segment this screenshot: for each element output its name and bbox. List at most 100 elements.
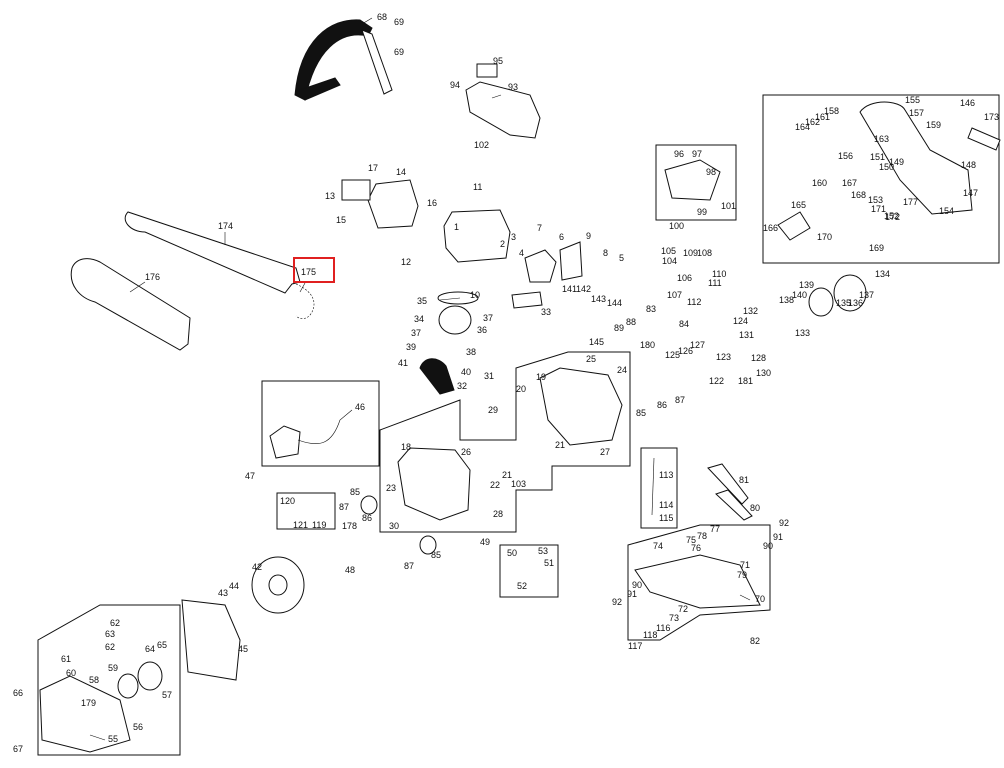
adjuster-rod: [651, 457, 655, 516]
label-65: 65: [157, 640, 167, 650]
label-30: 30: [389, 521, 399, 531]
label-122: 122: [709, 376, 724, 386]
label-121: 121: [293, 520, 308, 530]
label-92: 92: [779, 518, 789, 528]
label-87: 87: [339, 502, 349, 512]
brake-housing: [634, 554, 761, 609]
label-37: 37: [483, 313, 493, 323]
starter-housing: [39, 675, 131, 753]
label-11: 11: [473, 182, 482, 192]
label-97: 97: [692, 149, 702, 159]
label-68: 68: [377, 12, 387, 22]
label-156: 156: [838, 151, 853, 161]
label-52: 52: [517, 581, 527, 591]
label-76: 76: [691, 543, 701, 553]
label-181: 181: [738, 376, 753, 386]
front-handle-bracket: [299, 77, 341, 101]
label-163: 163: [874, 134, 889, 144]
label-157: 157: [909, 108, 924, 118]
label-8: 8: [603, 248, 608, 258]
label-165: 165: [791, 200, 806, 210]
label-21b: 21: [502, 470, 512, 480]
label-178: 178: [342, 521, 357, 531]
label-100: 100: [669, 221, 684, 231]
label-21: 21: [555, 440, 565, 450]
ignition-wire: [297, 409, 353, 444]
brake-lever: [707, 463, 749, 505]
label-55: 55: [108, 734, 118, 744]
label-71: 71: [740, 560, 750, 570]
label-23: 23: [386, 483, 396, 493]
label-42: 42: [252, 562, 262, 572]
label-66: 66: [13, 688, 23, 698]
label-179: 179: [81, 698, 96, 708]
label-4: 4: [519, 248, 524, 258]
label-38: 38: [466, 347, 476, 357]
throttle-trigger: [777, 211, 811, 241]
chain-brake-group-frame: [627, 524, 771, 641]
label-69b: 69: [394, 47, 404, 57]
label-61: 61: [61, 654, 71, 664]
label-96: 96: [674, 149, 684, 159]
label-15: 15: [336, 215, 346, 225]
label-109: 109: [683, 248, 698, 258]
label-86: 86: [362, 513, 372, 523]
label-81: 81: [739, 475, 749, 485]
label-149: 149: [889, 157, 904, 167]
label-72: 72: [678, 604, 688, 614]
label-145: 145: [589, 337, 604, 347]
label-77: 77: [710, 524, 720, 534]
label-155: 155: [905, 95, 920, 105]
oil-pump-gear: [419, 535, 437, 555]
label-74: 74: [653, 541, 663, 551]
label-83: 83: [646, 304, 656, 314]
label-98: 98: [706, 167, 716, 177]
label-25: 25: [586, 354, 596, 364]
label-177: 177: [903, 197, 918, 207]
label-95: 95: [493, 56, 503, 66]
label-136: 136: [848, 298, 863, 308]
starter-pulley: [117, 673, 139, 699]
clutch: [833, 274, 867, 312]
label-116: 116: [656, 623, 670, 633]
label-85c: 85: [636, 408, 646, 418]
label-120: 120: [280, 496, 295, 506]
bar-cover: [70, 258, 191, 351]
piston: [438, 305, 472, 335]
label-22: 22: [490, 480, 500, 490]
label-32: 32: [457, 381, 467, 391]
filter-cover-group-frame: [655, 144, 737, 221]
starter-group-frame: [37, 604, 181, 756]
label-108: 108: [697, 248, 712, 258]
label-63: 63: [105, 629, 115, 639]
label-105: 105: [661, 246, 676, 256]
label-168: 168: [851, 190, 866, 200]
label-159: 159: [926, 120, 941, 130]
label-62b: 62: [105, 642, 115, 652]
label-87b: 87: [404, 561, 414, 571]
label-131: 131: [739, 330, 754, 340]
part-175-highlight: [293, 257, 335, 283]
label-94: 94: [450, 80, 460, 90]
label-51: 51: [544, 558, 554, 568]
label-16: 16: [427, 198, 437, 208]
air-filter-cover: [664, 159, 721, 201]
label-124: 124: [733, 316, 748, 326]
label-35: 35: [417, 296, 427, 306]
label-127: 127: [690, 340, 705, 350]
label-1: 1: [454, 222, 459, 232]
label-59: 59: [108, 663, 118, 673]
label-101: 101: [721, 201, 736, 211]
handle-tag: [967, 127, 1001, 151]
label-90: 90: [763, 541, 773, 551]
label-78: 78: [697, 531, 707, 541]
label-137: 137: [859, 290, 874, 300]
label-79: 79: [737, 570, 747, 580]
label-175: 175: [301, 267, 316, 277]
label-99: 99: [697, 207, 707, 217]
brake-band: [715, 489, 753, 521]
label-7: 7: [537, 223, 542, 233]
label-107: 107: [667, 290, 682, 300]
crankcase-right: [539, 367, 623, 446]
